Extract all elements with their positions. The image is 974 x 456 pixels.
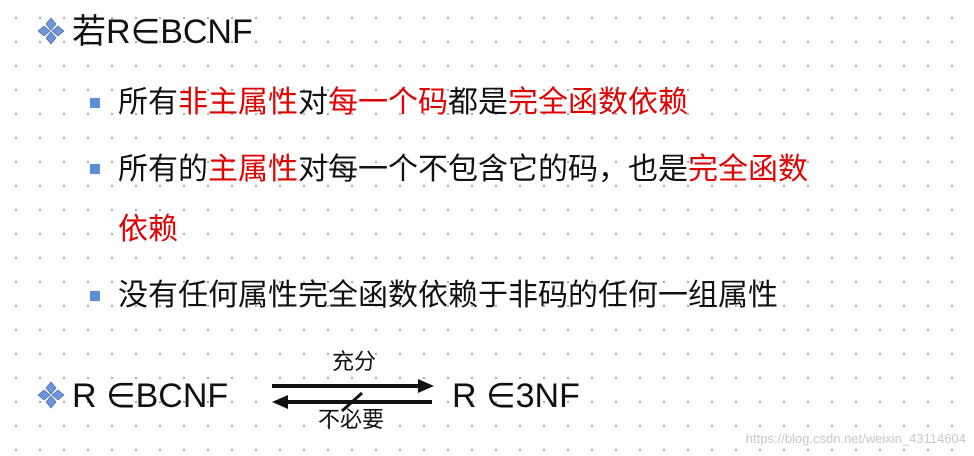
item2-seg4: 依赖	[118, 212, 178, 247]
list-item-3: 没有任何属性完全函数依赖于非码的任何一组属性	[118, 276, 778, 316]
diamond-bullet-icon	[37, 17, 65, 45]
item2-seg1: 主属性	[208, 152, 298, 187]
item1-seg4: 都是	[448, 85, 508, 120]
item1-seg2: 对	[298, 85, 328, 120]
element-of-symbol: ∈	[130, 13, 161, 51]
heading-suffix: BCNF	[160, 13, 253, 51]
item1-seg0: 所有	[118, 85, 178, 120]
square-bullet-icon	[90, 291, 100, 301]
heading-prefix: 若R	[72, 13, 131, 51]
list-item-2-line1: 所有的主属性对每一个不包含它的码，也是完全函数	[118, 150, 808, 190]
item2-seg3: 完全函数	[688, 152, 808, 187]
list-item-2-line2: 依赖	[118, 210, 178, 250]
implication-arrows-icon	[272, 379, 434, 412]
diamond-bullet-icon	[37, 381, 65, 409]
square-bullet-icon	[90, 164, 100, 174]
formula-right: R ∈3NF	[452, 377, 580, 415]
heading-bcnf-condition: 若R∈BCNF	[72, 12, 253, 52]
not-necessary-label: 不必要	[318, 408, 385, 433]
square-bullet-icon	[90, 98, 100, 108]
watermark-text: https://blog.csdn.net/weixin_43114604	[745, 431, 966, 446]
sufficient-label: 充分	[332, 350, 377, 375]
item2-seg2: 对每一个不包含它的码，也是	[298, 152, 688, 187]
item2-seg0: 所有的	[118, 152, 208, 187]
item1-seg5: 完全函数依赖	[508, 85, 688, 120]
formula-left: R ∈BCNF	[72, 377, 229, 415]
item1-seg3: 每一个码	[328, 85, 448, 120]
item3-seg0: 没有任何属性完全函数依赖于非码的任何一组属性	[118, 278, 778, 313]
list-item-1: 所有非主属性对每一个码都是完全函数依赖	[118, 83, 688, 123]
item1-seg1: 非主属性	[178, 85, 298, 120]
